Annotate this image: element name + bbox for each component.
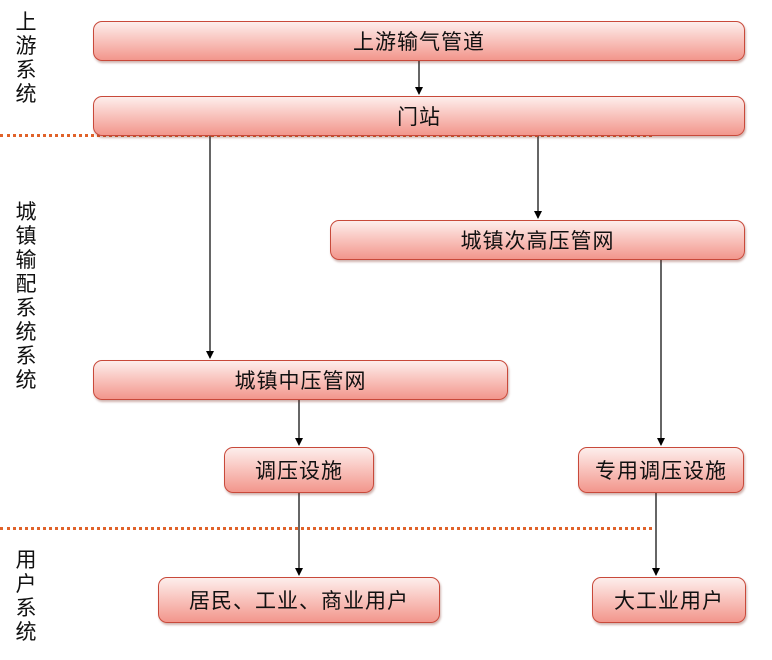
node-sub-high-pressure-network: 城镇次高压管网 <box>330 220 745 260</box>
divider-distribution-users <box>0 527 652 530</box>
node-dedicated-regulating-facility: 专用调压设施 <box>578 447 744 493</box>
section-label-distribution: 城镇输配系统系统 <box>15 200 37 392</box>
node-upstream-pipeline: 上游输气管道 <box>93 21 745 61</box>
node-large-industrial-users: 大工业用户 <box>592 577 746 623</box>
section-label-upstream: 上游系统 <box>15 10 37 106</box>
section-label-users: 用户系统 <box>15 548 37 644</box>
node-gate-station: 门站 <box>93 96 745 136</box>
node-regulating-facility: 调压设施 <box>224 447 374 493</box>
node-residential-industrial-commercial-users: 居民、工业、商业用户 <box>158 577 440 623</box>
node-medium-pressure-network: 城镇中压管网 <box>93 360 508 400</box>
